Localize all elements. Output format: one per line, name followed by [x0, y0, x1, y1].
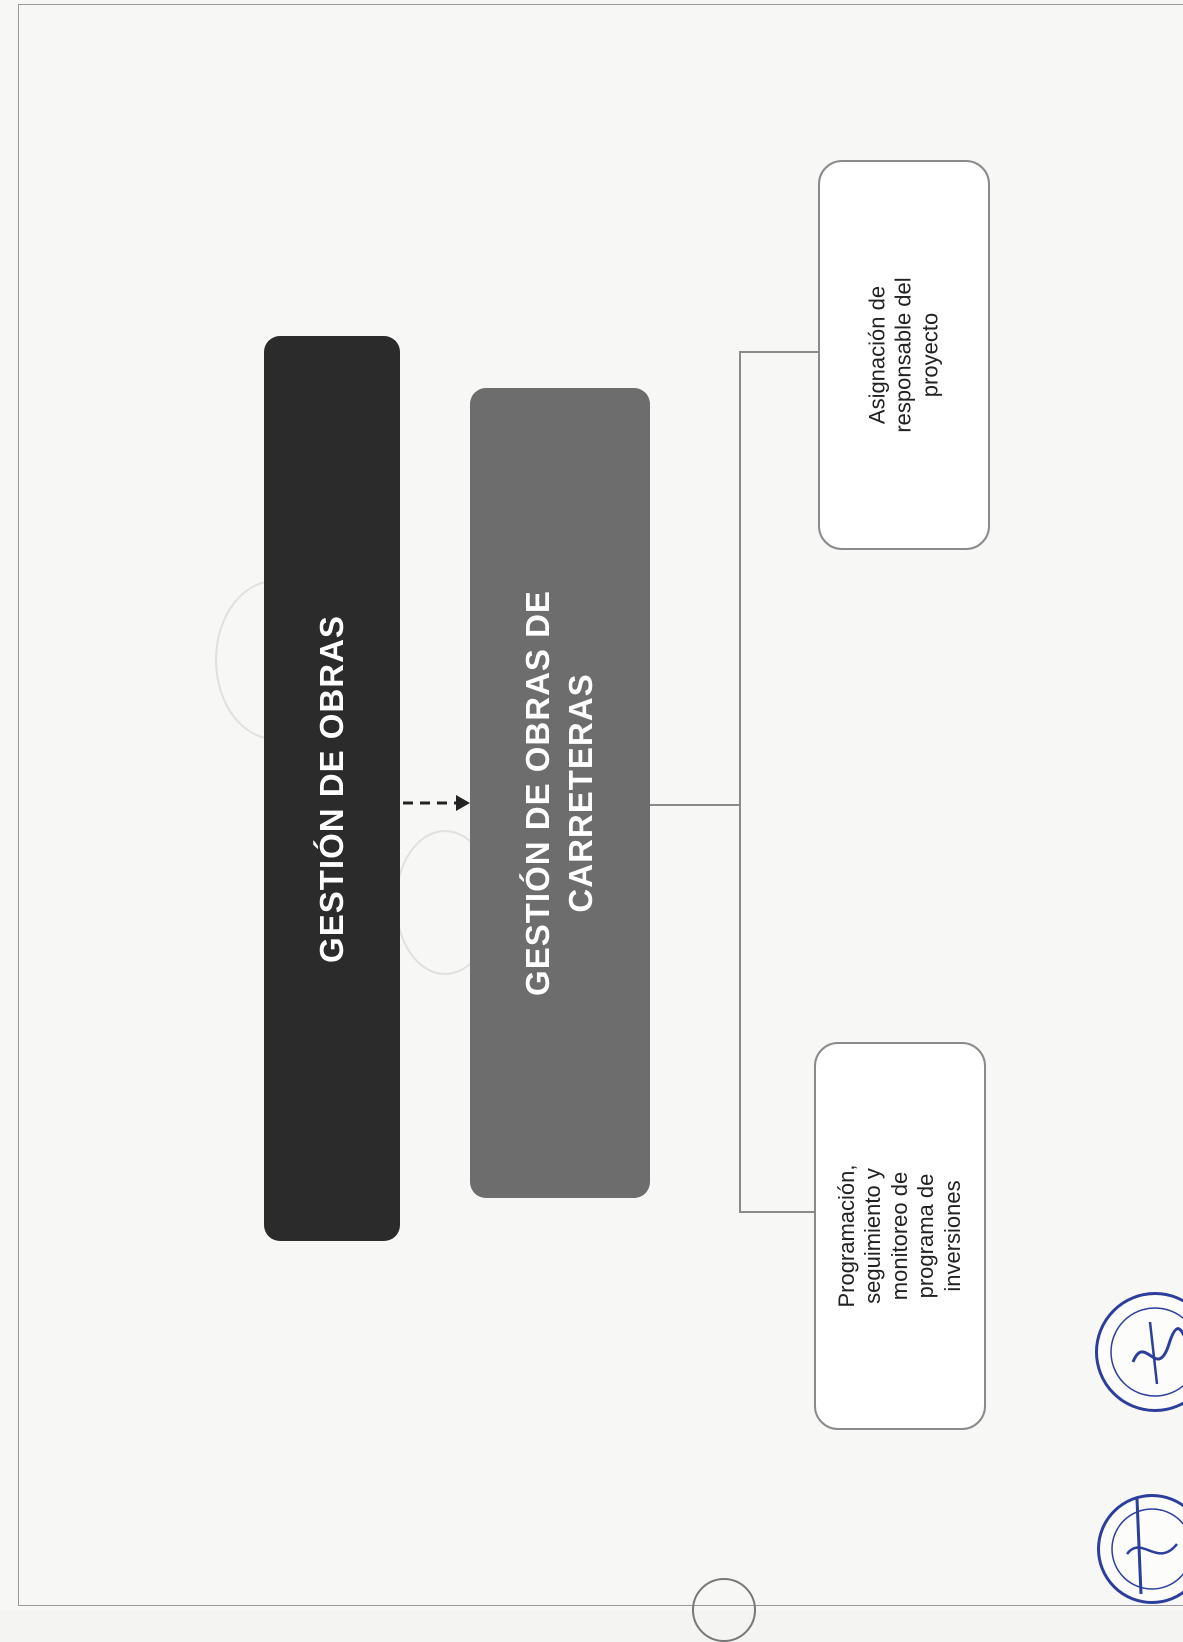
- sub-node: GESTIÓN DE OBRAS DE CARRETERAS: [470, 388, 650, 1198]
- root-node-label: GESTIÓN DE OBRAS: [313, 614, 350, 963]
- signature-icon: [1111, 1498, 1183, 1595]
- page-marker-icon: [692, 1578, 756, 1642]
- bracket-connector: [739, 351, 818, 1213]
- child-node: Asignación de responsable del proyecto: [818, 160, 990, 550]
- arrowhead-icon: [456, 795, 470, 811]
- page-border: [18, 4, 1183, 1606]
- child-node: Programación, seguimiento y monitoreo de…: [814, 1042, 986, 1430]
- child-node-label: Asignación de responsable del proyecto: [864, 277, 943, 433]
- signature-icon: [1110, 1307, 1183, 1397]
- sub-node-label: GESTIÓN DE OBRAS DE CARRETERAS: [519, 590, 599, 996]
- official-seal: [1095, 1292, 1183, 1412]
- child-node-label: Programación, seguimiento y monitoreo de…: [834, 1164, 965, 1308]
- root-node: GESTIÓN DE OBRAS: [264, 336, 400, 1241]
- official-seal: [1097, 1494, 1183, 1604]
